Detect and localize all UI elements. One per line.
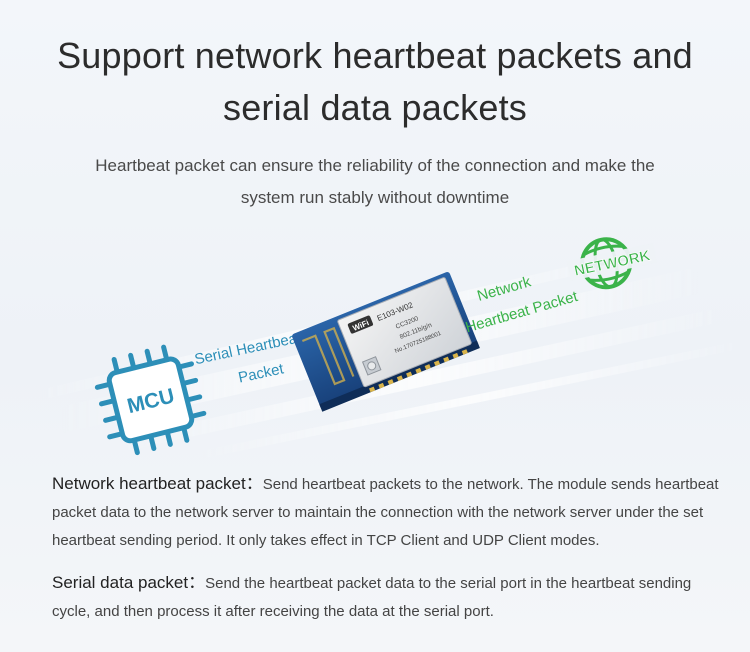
wifi-module-icon: WiFi E103-W02 CC3200 802.11b/g/n No.1707… [292,271,480,412]
network-heartbeat-description: Network heartbeat packet：Send heartbeat … [52,470,722,555]
serial-data-title: Serial data packet： [52,573,206,592]
page-title-line-1: Support network heartbeat packets and [57,35,693,76]
serial-data-text: Send the heartbeat packet data to the se… [52,575,692,620]
network-heartbeat-label-line-1: Network [475,273,533,305]
page-title: Support network heartbeat packets and se… [0,30,750,134]
page-subtitle-line-1: Heartbeat packet can ensure the reliabil… [95,156,655,175]
page-subtitle-line-2: system run stably without downtime [240,188,510,207]
heartbeat-illustration: MCU Serial Heartbeat Packet WiFi E103-W0… [38,237,741,459]
serial-data-description: Serial data packet：Send the heartbeat pa… [52,569,722,626]
page-title-line-2: serial data packets [223,87,527,128]
page-subtitle: Heartbeat packet can ensure the reliabil… [40,150,710,214]
mcu-chip-icon: MCU [94,344,207,456]
network-heartbeat-title: Network heartbeat packet： [52,474,263,493]
network-heartbeat-text: Send heartbeat packets to the network. T… [52,476,719,549]
